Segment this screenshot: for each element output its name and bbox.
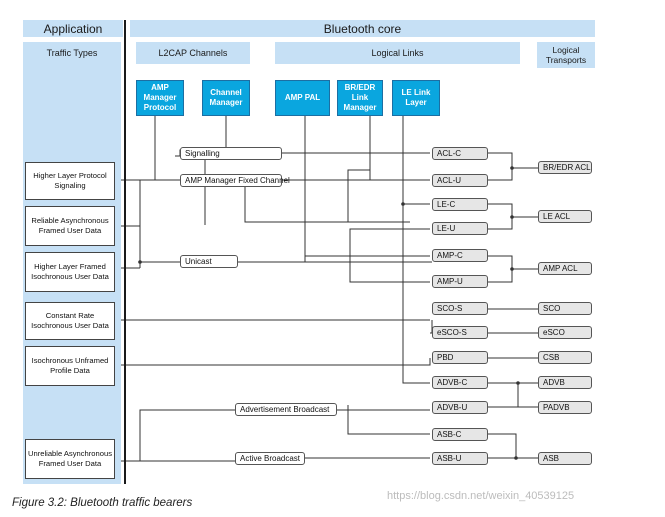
logical-transport-box: BR/EDR ACL <box>538 161 592 174</box>
logical-link-box: PBD <box>432 351 488 364</box>
advertisement-broadcast-channel: Advertisement Broadcast <box>235 403 337 416</box>
logical-link-box: eSCO-S <box>432 326 488 339</box>
logical-link-box: ASB-C <box>432 428 488 441</box>
unicast-channel: Unicast <box>180 255 238 268</box>
logical-transport-box: AMP ACL <box>538 262 592 275</box>
bluetooth-core-header: Bluetooth core <box>130 20 595 37</box>
logical-transport-box: eSCO <box>538 326 592 339</box>
logical-transport-box: LE ACL <box>538 210 592 223</box>
logical-link-box: SCO-S <box>432 302 488 315</box>
le-link-layer-block: LE Link Layer <box>392 80 440 116</box>
amp-manager-protocol-block: AMP Manager Protocol <box>136 80 184 116</box>
channel-manager-block: Channel Manager <box>202 80 250 116</box>
traffic-type-box: Higher Layer Protocol Signaling <box>25 162 115 200</box>
traffic-type-box: Unreliable Asynchronous Framed User Data <box>25 439 115 479</box>
logical-transport-box: PADVB <box>538 401 592 414</box>
logical-link-box: ASB-U <box>432 452 488 465</box>
figure-caption: Figure 3.2: Bluetooth traffic bearers <box>12 497 193 509</box>
logical-link-box: ADVB-U <box>432 401 488 414</box>
column-separator <box>124 20 126 484</box>
logical-link-box: ACL-C <box>432 147 488 160</box>
amp-manager-fixed-channel: AMP Manager Fixed Channel <box>180 174 290 187</box>
watermark: https://blog.csdn.net/weixin_40539125 <box>387 490 575 502</box>
logical-link-box: AMP-C <box>432 249 488 262</box>
traffic-type-box: Constant Rate Isochronous User Data <box>25 302 115 340</box>
logical-links-header: Logical Links <box>275 42 520 64</box>
logical-link-box: ACL-U <box>432 174 488 187</box>
logical-link-box: AMP-U <box>432 275 488 288</box>
active-broadcast-channel: Active Broadcast <box>235 452 305 465</box>
logical-link-box: ADVB-C <box>432 376 488 389</box>
signalling-channel: Signalling <box>180 147 282 160</box>
logical-link-box: LE-U <box>432 222 488 235</box>
amp-pal-block: AMP PAL <box>275 80 330 116</box>
logical-transport-box: SCO <box>538 302 592 315</box>
logical-transports-header: Logical Transports <box>537 42 595 68</box>
logical-transport-box: ADVB <box>538 376 592 389</box>
traffic-types-header: Traffic Types <box>46 48 98 58</box>
logical-link-box: LE-C <box>432 198 488 211</box>
traffic-type-box: Isochronous Unframed Profile Data <box>25 346 115 386</box>
application-header: Application <box>23 20 123 37</box>
logical-transport-box: CSB <box>538 351 592 364</box>
logical-transport-box: ASB <box>538 452 592 465</box>
bredr-link-manager-block: BR/EDR Link Manager <box>337 80 383 116</box>
traffic-type-box: Reliable Asynchronous Framed User Data <box>25 206 115 246</box>
traffic-type-box: Higher Layer Framed Isochronous User Dat… <box>25 252 115 292</box>
l2cap-channels-header: L2CAP Channels <box>136 42 250 64</box>
